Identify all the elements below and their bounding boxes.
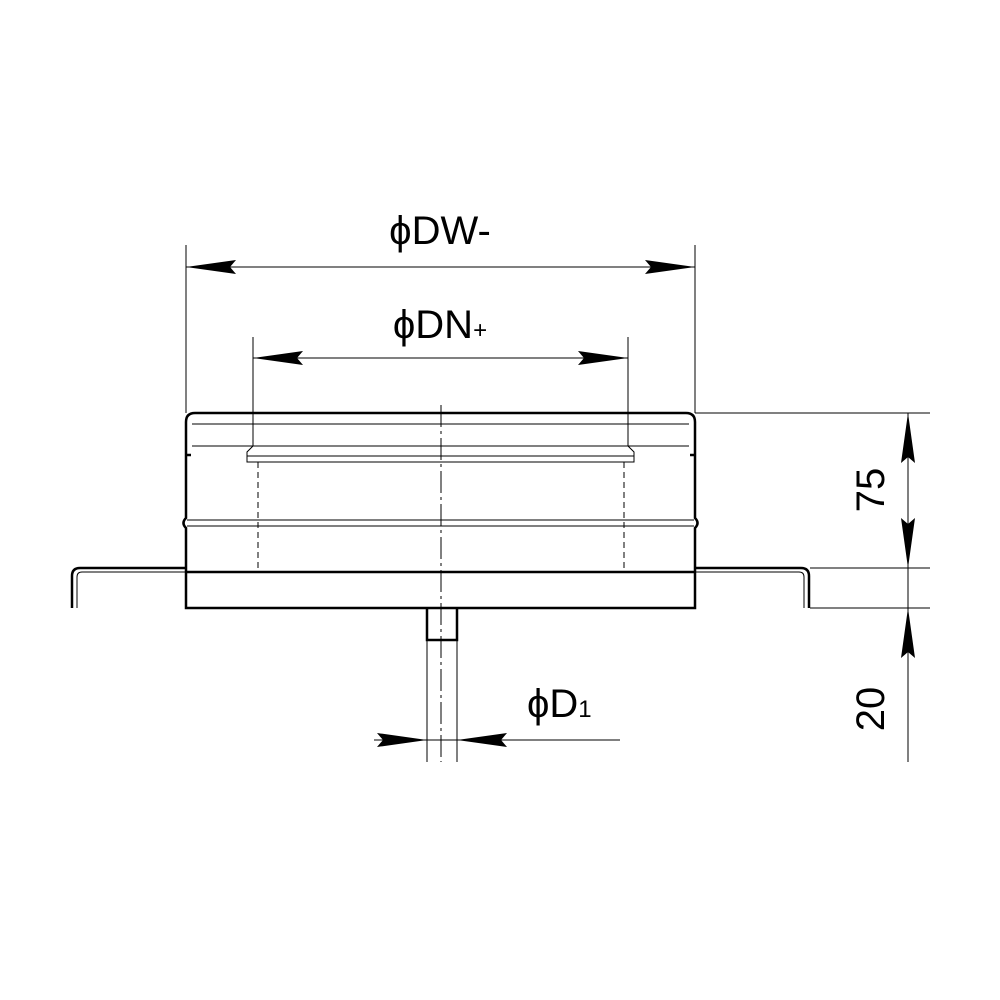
- dimension-d1-label: ϕD1: [527, 682, 592, 726]
- dimension-d1: [374, 640, 620, 762]
- dimension-dn-label: ϕDN+: [393, 303, 487, 347]
- dimension-dn: [252, 337, 629, 446]
- dimension-75-label: 75: [849, 468, 893, 513]
- hidden-lines: [257, 462, 625, 568]
- dimension-heights: [695, 412, 930, 762]
- dimension-dw: [185, 245, 696, 413]
- dimension-dw-label: ϕDW-: [389, 209, 491, 253]
- dimension-20-label: 20: [849, 687, 893, 732]
